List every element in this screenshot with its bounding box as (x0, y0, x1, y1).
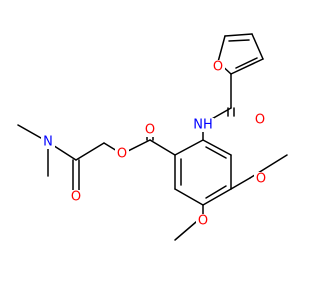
atom-label-nh: NH (193, 118, 213, 133)
atom-label-o: O (255, 113, 265, 128)
bond-ring-c5-c6 (174, 188, 204, 206)
atom-o-methoxy-5: O (196, 214, 210, 229)
bond-ring-c2-c3-inner (205, 146, 227, 159)
atom-label-o: O (256, 172, 266, 187)
atom-label-n: N (43, 135, 53, 150)
atom-label-o: O (198, 214, 208, 229)
atom-label-o: O (71, 190, 81, 205)
bond-ring-c4-o-methoxy (230, 177, 251, 190)
bond-furan-c5-c4 (224, 33, 253, 37)
bond-furan-o1-c5 (217, 35, 226, 63)
bond-ring-c4-c5 (202, 188, 232, 206)
atom-n-dimethyl: N (41, 135, 55, 150)
atom-o-ester-link: O (115, 147, 129, 162)
bond-carbonyl-c-ch2 (75, 142, 105, 161)
bond-ester-c-ring (149, 139, 176, 156)
bond-ring-c1-c2 (174, 139, 204, 156)
bond-layer (17, 33, 288, 241)
atom-nh: NH (192, 118, 214, 133)
atom-o-methoxy-4: O (254, 172, 268, 187)
atom-label-layer: O N O O NH O O O (41, 60, 268, 229)
atom-o-furan-ring: O (211, 60, 225, 75)
atom-o-amide-carbonyl: O (69, 190, 83, 205)
bond-furan-c3-c2 (230, 58, 264, 75)
bond-furan-c5-c4-inner (228, 39, 250, 42)
molecule-structure-diagram: O N O O NH O O O (17, 33, 288, 241)
atom-o-ester-carbonyl: O (143, 123, 157, 138)
atom-label-o: O (117, 147, 127, 162)
atom-label-o: O (145, 123, 155, 138)
atom-label-o: O (213, 60, 223, 75)
bond-ring-c2-c3 (202, 139, 232, 156)
bond-furan-c3-c2-inner (235, 57, 258, 69)
bond-ring-c4-c5-inner (205, 185, 227, 199)
bond-furan-c4-c3 (251, 33, 264, 60)
atom-o-furoyl-carbonyl: O (253, 113, 267, 128)
